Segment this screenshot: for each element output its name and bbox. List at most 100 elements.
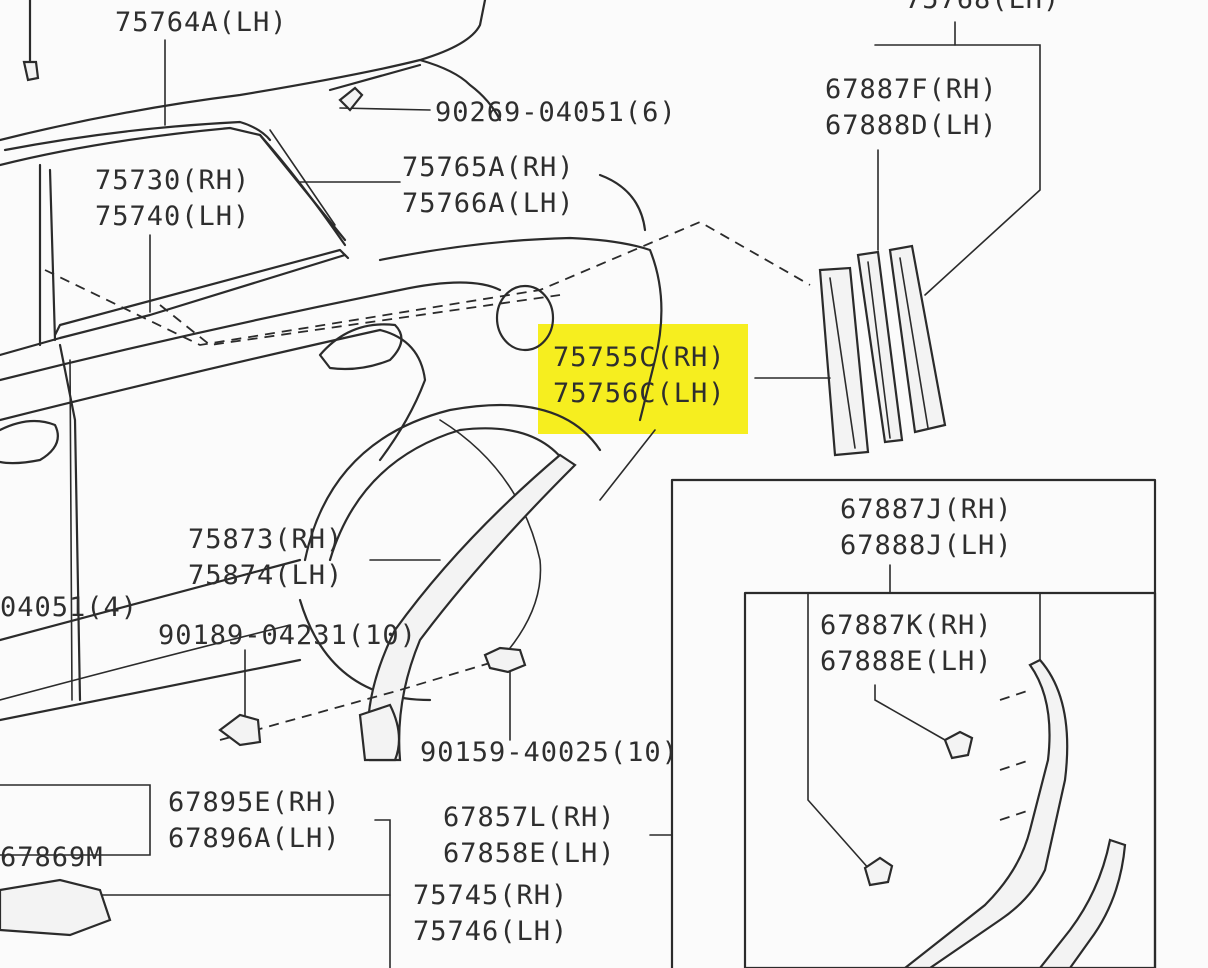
mudguard-bracket xyxy=(358,703,401,762)
highlight-marker xyxy=(538,324,748,434)
callout-line: 75740(LH) xyxy=(95,201,251,232)
callout-67887f: 67887F(RH) 67888D(LH) xyxy=(825,72,998,144)
bolt-1 xyxy=(483,646,527,674)
callout-line: 90159-40025(10) xyxy=(420,737,679,768)
lamp-detail-2 xyxy=(867,261,891,439)
callout-67857l: 67857L(RH) 67858E(LH) xyxy=(443,800,616,872)
body-crease xyxy=(0,328,382,422)
callout-67887j: 67887J(RH) 67888J(LH) xyxy=(840,492,1013,564)
lamp-detail-3 xyxy=(899,257,929,429)
callout-line: 75746(LH) xyxy=(413,916,569,947)
callout-line: 67888J(LH) xyxy=(840,530,1013,561)
door-seam xyxy=(69,359,73,701)
inset-clip-2 xyxy=(863,856,894,887)
wheel-arch-outer xyxy=(303,404,602,562)
callout-line: 67887K(RH) xyxy=(820,610,993,641)
b-pillar-right xyxy=(48,168,57,342)
antenna-base xyxy=(22,60,40,82)
callout-line: 75873(RH) xyxy=(188,524,344,555)
clip-1 xyxy=(218,713,262,747)
callout-75755c-highlighted: 75755C(RH) 75756C(LH) xyxy=(553,340,726,412)
door-rear-edge xyxy=(58,343,82,702)
belt-line xyxy=(0,253,347,357)
callout-line: 75730(RH) xyxy=(95,165,251,196)
callout-line: 67887F(RH) xyxy=(825,74,998,105)
callout-line: 75765A(RH) xyxy=(402,152,575,183)
callout-75765a: 75765A(RH) 75766A(LH) xyxy=(402,150,575,222)
callout-line: 90269-04051(6) xyxy=(435,97,677,128)
lamp-detail-1 xyxy=(829,277,856,449)
inset-clip-1 xyxy=(943,730,974,760)
wheel-arch-lower xyxy=(298,598,432,702)
mudguard-strip xyxy=(366,453,577,762)
lower-edge xyxy=(0,658,302,722)
callout-90269-04051: 90269-04051(6) xyxy=(435,95,677,131)
callout-line: 75756C(LH) xyxy=(553,378,726,409)
callout-04051: 04051(4) xyxy=(0,590,138,626)
leader-75755c-b xyxy=(599,429,656,501)
rocker-line xyxy=(0,558,302,642)
rear-wheel-arch-top xyxy=(378,328,427,462)
callout-line: 67869M xyxy=(0,842,104,873)
c-pillar-inner xyxy=(269,129,336,226)
leader-inset-1 xyxy=(807,592,871,871)
callout-line: 75768(LH) xyxy=(905,0,1060,18)
inset-garnish xyxy=(903,658,1069,968)
tail-curve xyxy=(598,173,647,232)
callout-90159-40025: 90159-40025(10) xyxy=(420,735,679,771)
lower-crease xyxy=(0,624,291,701)
callout-75745: 75745(RH) 75746(LH) xyxy=(413,878,568,950)
callout-line: 67858E(LH) xyxy=(443,838,616,869)
callout-67887k: 67887K(RH) 67888E(LH) xyxy=(820,608,993,680)
callout-75768: 75768(LH) xyxy=(905,0,1060,18)
callout-75873: 75873(RH) 75874(LH) xyxy=(188,522,343,594)
callout-67869m: 67869M xyxy=(0,840,104,876)
tire-line xyxy=(439,419,542,661)
callout-line: 67887J(RH) xyxy=(840,494,1013,525)
callout-75730: 75730(RH) 75740(LH) xyxy=(95,163,250,235)
wheel-arch-inner xyxy=(328,427,572,562)
dashed-guide-b xyxy=(219,659,501,741)
lamp-lens-3 xyxy=(888,244,947,434)
roof-moulding xyxy=(3,120,272,152)
callout-line: 67896A(LH) xyxy=(168,823,341,854)
screw-1 xyxy=(338,86,364,112)
callout-line: 67888D(LH) xyxy=(825,110,998,141)
dashed-guide-c xyxy=(159,294,561,346)
inset-box-inner xyxy=(743,591,1157,968)
body-upper-crease xyxy=(0,281,502,382)
callout-90189-04231: 90189-04231(10) xyxy=(158,618,417,654)
leader-67887k xyxy=(874,684,946,741)
belt-moulding xyxy=(53,248,350,337)
bracket-67895e xyxy=(0,784,151,856)
inset-moulding xyxy=(1038,838,1127,968)
callout-line: 75766A(LH) xyxy=(402,188,575,219)
dashed-guide-a xyxy=(44,220,811,346)
roof-outline xyxy=(0,0,487,142)
callout-line: 04051(4) xyxy=(0,592,139,623)
callout-67895e: 67895E(RH) 67896A(LH) xyxy=(168,785,341,857)
rear-pillar-top xyxy=(418,58,502,122)
inset-dashes xyxy=(999,689,1031,821)
bracket-part xyxy=(0,878,112,937)
callout-line: 90189-04231(10) xyxy=(158,620,417,651)
callout-line: 75755C(RH) xyxy=(553,342,726,373)
fuel-lid xyxy=(495,284,555,352)
roof-rail xyxy=(328,63,422,92)
window-frame xyxy=(0,126,347,242)
quarter-outline xyxy=(378,236,663,422)
lamp-lens-1 xyxy=(818,266,870,457)
callout-75764a: 75764A(LH) xyxy=(115,5,288,41)
c-pillar xyxy=(258,133,347,247)
leader-67887f-frame xyxy=(874,44,1041,296)
callout-line: 75745(RH) xyxy=(413,880,569,911)
bracket-right xyxy=(374,819,391,968)
callout-line: 75764A(LH) xyxy=(115,7,288,38)
lamp-lens-2 xyxy=(856,250,904,444)
callout-line: 67888E(LH) xyxy=(820,646,993,677)
callout-line: 67857L(RH) xyxy=(443,802,616,833)
callout-line: 75874(LH) xyxy=(188,560,344,591)
door-handle xyxy=(318,323,403,371)
